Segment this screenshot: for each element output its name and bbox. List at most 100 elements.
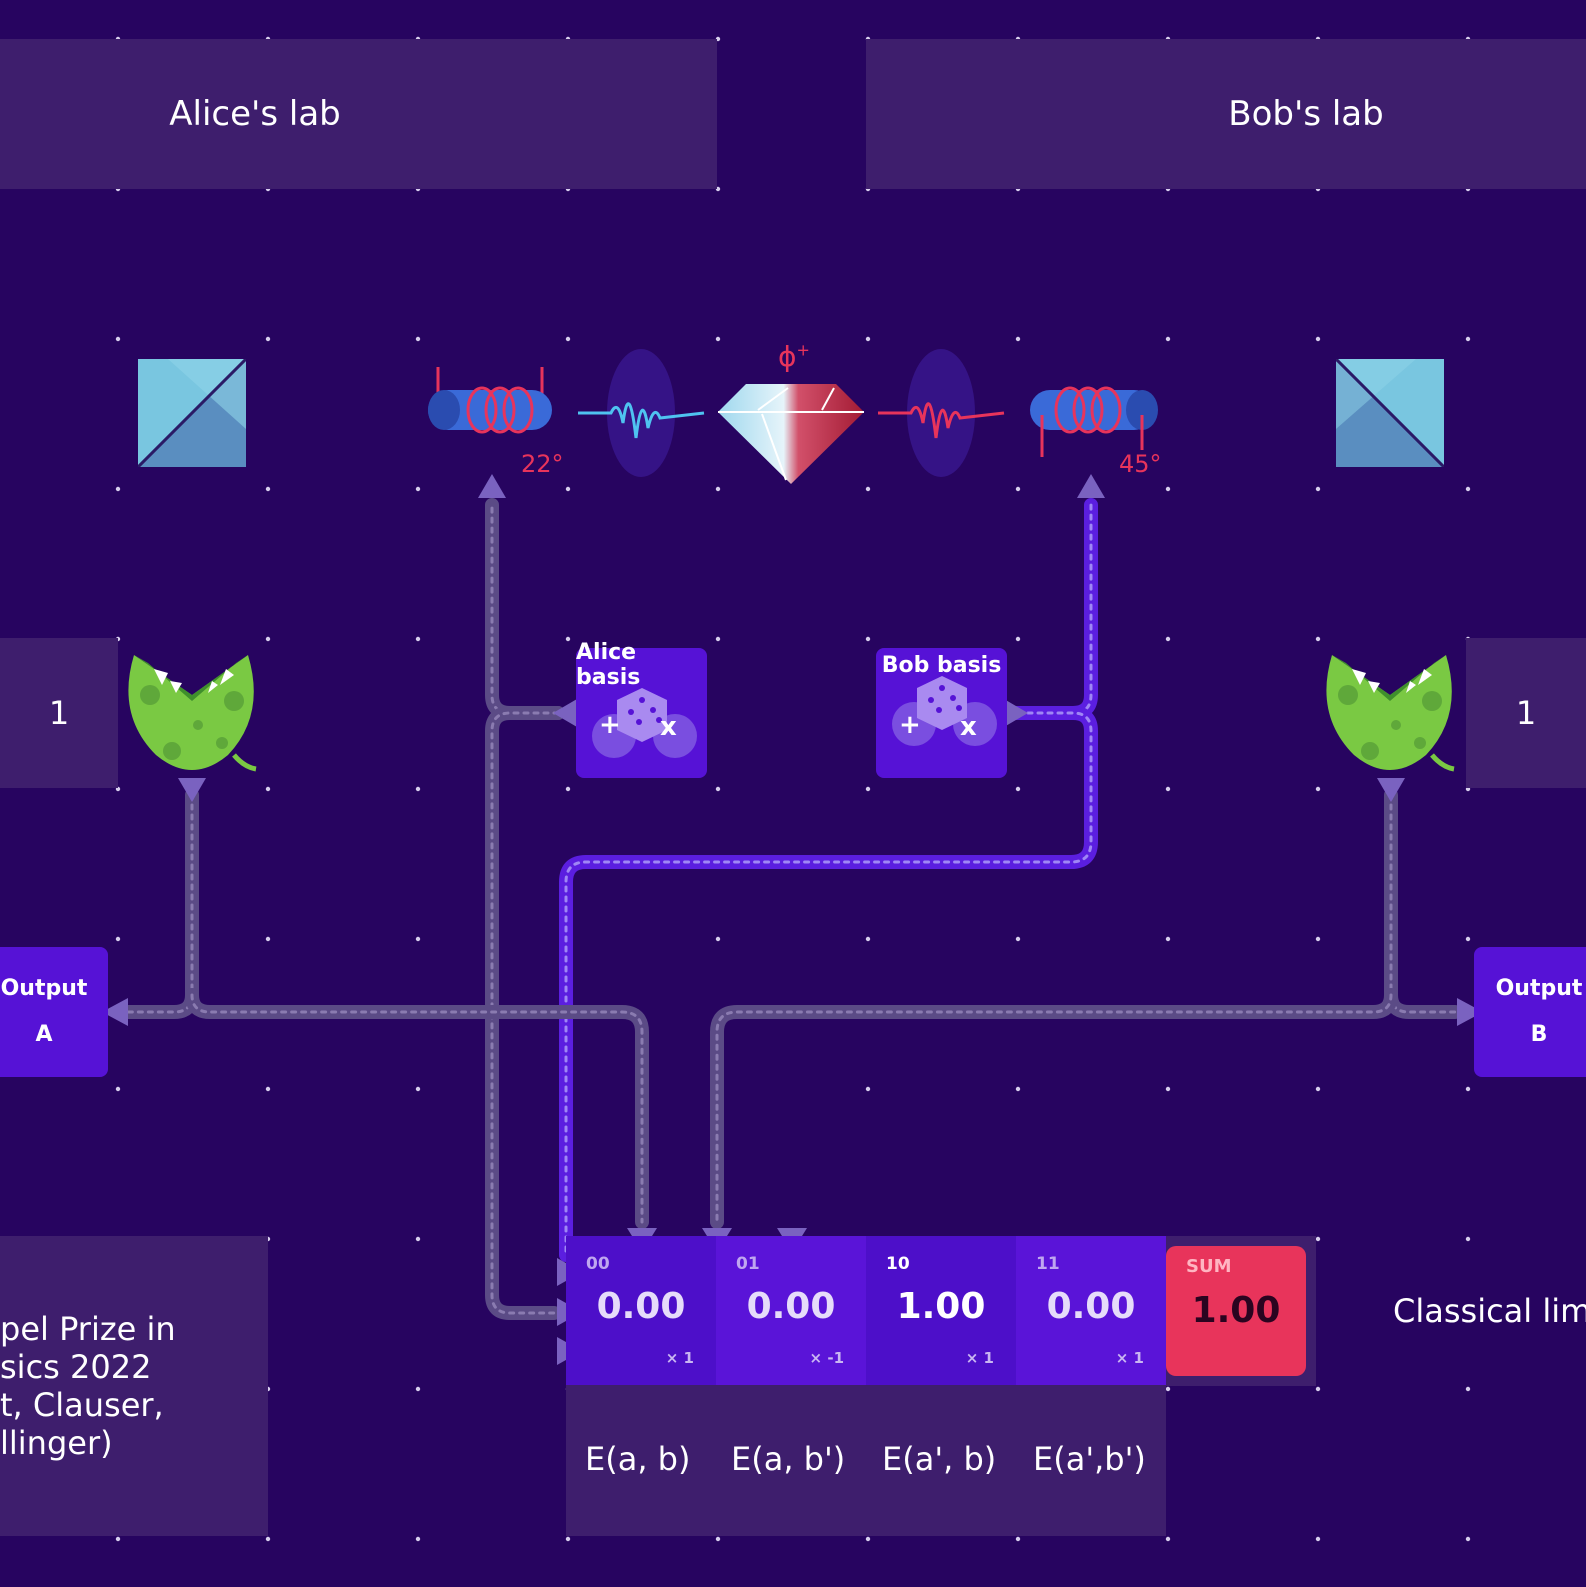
grid-dot [1315,786,1321,792]
grid-dot [265,1086,271,1092]
grid-dot [415,1086,421,1092]
grid-dot [1165,486,1171,492]
grid-dot [115,336,121,342]
alice-beam-splitter-icon[interactable] [138,359,246,467]
grid-dot [1165,936,1171,942]
grid-dot [1015,786,1021,792]
counter-10: 10 1.00 × 1 [866,1236,1016,1385]
expectation-panel [566,1386,1166,1536]
alice-photon-icon [578,349,705,477]
grid-dot [1465,1086,1471,1092]
output-a-letter: A [35,1022,53,1047]
alice-detector-icon[interactable] [126,655,260,779]
grid-dot [415,336,421,342]
grid-dot [715,486,721,492]
grid-dot [115,1086,121,1092]
grid-dot [1315,1086,1321,1092]
bob-detector-icon[interactable] [1324,655,1458,779]
counter-value: 0.00 [1046,1286,1136,1327]
counter-00: 00 0.00 × 1 [566,1236,716,1385]
nobel-note-line: pel Prize in [0,1310,176,1348]
grid-dot [415,1236,421,1242]
grid-dot [1315,1386,1321,1392]
grid-dot [1165,636,1171,642]
expectation-ab-prime: E(a, b') [731,1440,846,1478]
grid-dot [715,1536,721,1542]
grid-dot [1165,1386,1171,1392]
grid-dot [1165,1086,1171,1092]
alice-detector-value: 1 [48,694,70,732]
grid-dot [565,1536,571,1542]
classical-limit-label: Classical lim [1393,1292,1586,1330]
grid-dot [1315,486,1321,492]
grid-dot [1465,1386,1471,1392]
grid-dot [565,336,571,342]
cross-basis-label: x [660,712,677,742]
grid-dot [715,336,721,342]
grid-dot [415,1386,421,1392]
grid-dot [865,936,871,942]
output-b-label: Output [1495,976,1583,1001]
grid-dot [865,1086,871,1092]
grid-dot [715,1086,721,1092]
counter-label: 00 [586,1254,610,1274]
grid-dot [865,786,871,792]
grid-dot [115,486,121,492]
counter-01: 01 0.00 × -1 [716,1236,866,1385]
alice-polarizer-icon[interactable] [422,365,562,445]
bob-polarizer-icon[interactable] [1024,365,1164,465]
grid-dot [265,936,271,942]
source-state-label: ϕ+ [778,340,810,373]
alice-lab-panel: Alice's lab [0,39,717,189]
grid-dot [565,1086,571,1092]
grid-dot [715,936,721,942]
nobel-note-line: sics 2022 [0,1348,152,1386]
counter-label: 01 [736,1254,760,1274]
grid-dot [1315,1536,1321,1542]
counter-multiplier: × 1 [1115,1349,1144,1367]
sum-cell: SUM 1.00 [1166,1246,1306,1376]
grid-dot [565,486,571,492]
counter-multiplier: × -1 [809,1349,844,1367]
grid-dot [415,636,421,642]
bob-detector-panel: 1 [1466,638,1586,788]
bob-lab-title: Bob's lab [1228,94,1384,134]
counter-multiplier: × 1 [665,1349,694,1367]
alice-detector-panel: 1 [0,638,118,788]
grid-dot [715,786,721,792]
output-a-tile[interactable]: Output A [0,947,108,1077]
plus-basis-label: + [599,710,621,740]
grid-dot [1015,936,1021,942]
bob-basis-tile[interactable]: Bob basis + x [876,648,1007,778]
grid-dot [565,636,571,642]
sum-label: SUM [1186,1256,1232,1277]
source-state-superscript: + [796,340,810,360]
grid-dot [1465,1536,1471,1542]
bob-angle-label: 45° [1119,450,1162,478]
alice-basis-title: Alice basis [576,640,641,690]
grid-dot [865,486,871,492]
bob-beam-splitter-icon[interactable] [1336,359,1444,467]
grid-dot [415,786,421,792]
plus-basis-label: + [899,710,921,740]
grid-dot [1015,636,1021,642]
grid-dot [1465,336,1471,342]
expectation-ab: E(a, b) [585,1440,691,1478]
grid-dot [1465,486,1471,492]
grid-dot [865,336,871,342]
output-b-tile[interactable]: Output B [1474,947,1586,1077]
grid-dot [1315,636,1321,642]
grid-dot [265,786,271,792]
grid-dot [865,1536,871,1542]
grid-dot [415,486,421,492]
dice-icon [891,675,997,746]
counter-11: 11 0.00 × 1 [1016,1236,1166,1385]
bob-photon-icon [878,349,1005,477]
alice-basis-tile[interactable]: Alice basis + x [576,640,707,778]
grid-dot [415,936,421,942]
output-b-letter: B [1530,1022,1548,1047]
grid-dot [865,636,871,642]
bob-detector-value: 1 [1515,694,1537,732]
grid-dot [1015,486,1021,492]
entangled-source-icon[interactable] [718,384,864,486]
